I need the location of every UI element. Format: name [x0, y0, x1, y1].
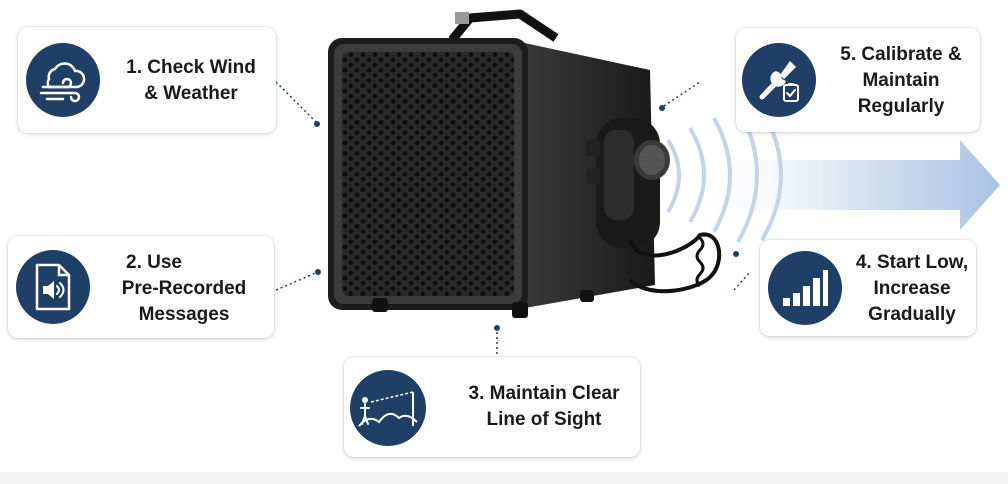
- tip-label: 4. Start Low, Increase Gradually: [852, 250, 972, 328]
- bottom-divider: [0, 472, 1008, 484]
- volume-bars-icon: [768, 251, 842, 325]
- tools-icon: [742, 43, 816, 117]
- tip-label-line: 2. Use: [126, 252, 182, 273]
- tip-label-line: Increase: [873, 278, 951, 299]
- tip-label-line: Line of Sight: [486, 409, 602, 430]
- tip-card-wind-weather: 1. Check Wind & Weather: [18, 27, 276, 133]
- tip-label-line: 3. Maintain Clear: [468, 383, 620, 404]
- tip-card-pre-recorded: 2. Use Pre-Recorded Messages: [8, 236, 274, 338]
- tip-label: 1. Check Wind & Weather: [114, 55, 268, 107]
- tip-label-line: Pre-Recorded: [121, 278, 247, 299]
- tip-label-line: 4. Start Low,: [855, 252, 969, 273]
- tip-card-calibrate: 5. Calibrate & Maintain Regularly: [736, 28, 980, 132]
- tip-label-line: Gradually: [868, 304, 956, 325]
- tip-label-line: 1. Check Wind: [126, 57, 256, 78]
- audio-file-icon: [16, 250, 90, 324]
- tip-label-line: Messages: [138, 304, 230, 325]
- tip-label: 2. Use Pre-Recorded Messages: [102, 250, 266, 328]
- wind-weather-icon: [26, 43, 100, 117]
- tip-label: 5. Calibrate & Maintain Regularly: [828, 42, 974, 120]
- tip-card-line-of-sight: 3. Maintain Clear Line of Sight: [344, 357, 640, 457]
- tip-label-line: & Weather: [144, 83, 238, 104]
- tip-label-line: Regularly: [857, 96, 945, 117]
- tip-card-start-low: 4. Start Low, Increase Gradually: [760, 240, 976, 336]
- line-of-sight-icon: [350, 370, 426, 446]
- tip-label: 3. Maintain Clear Line of Sight: [454, 381, 634, 433]
- sound-projection-arrow: [690, 140, 1000, 230]
- tip-label-line: 5. Calibrate &: [840, 44, 962, 65]
- connector-lines: [275, 81, 751, 356]
- sound-waves: [666, 107, 783, 243]
- speaker-unit: [328, 9, 655, 318]
- connector-dots: [314, 105, 739, 331]
- handheld-microphone: [586, 118, 722, 294]
- tip-label-line: Maintain: [862, 70, 940, 91]
